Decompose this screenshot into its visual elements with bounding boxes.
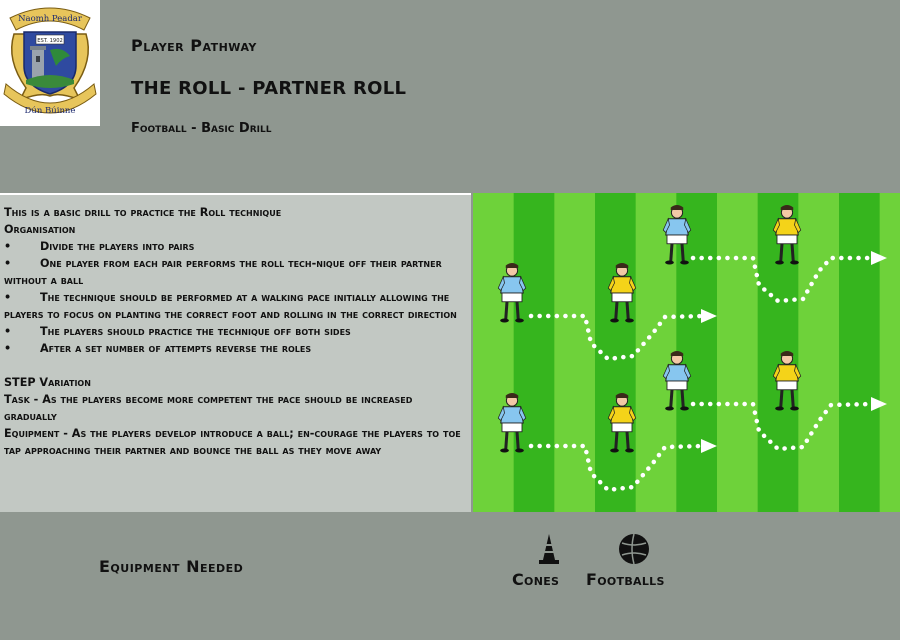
bullet-symbol: • bbox=[4, 325, 12, 338]
bullet-symbol: • bbox=[4, 291, 12, 304]
cones-label: Cones bbox=[512, 570, 560, 589]
bullet-item: • The players should practice the techniq… bbox=[4, 323, 468, 340]
crest-bottom-text: Dún Búinne bbox=[25, 105, 76, 116]
bullet-text: Divide the players into pairs bbox=[40, 240, 195, 253]
pitch-stripe bbox=[717, 193, 759, 512]
pitch-stripe bbox=[798, 193, 840, 512]
bullet-item: • Divide the players into pairs bbox=[4, 238, 468, 255]
intro-text: This is a basic drill to practice the Ro… bbox=[4, 206, 282, 219]
bullet-symbol: • bbox=[4, 240, 12, 253]
drill-diagram: .jersey{fill:var(--jc);} bbox=[473, 193, 900, 512]
pitch-stripe bbox=[635, 193, 677, 512]
crest-est-text: EST. 1902 bbox=[37, 38, 63, 44]
variation-task: Task - As the players become more compet… bbox=[4, 393, 413, 423]
bullet-text: The players should practice the techniqu… bbox=[40, 325, 351, 338]
movement-path bbox=[528, 443, 706, 493]
organisation-heading: Organisation bbox=[4, 223, 76, 236]
page-subtitle: Football - Basic Drill bbox=[131, 121, 272, 136]
arrow-head bbox=[701, 309, 717, 323]
bullet-text: After a set number of attempts reverse t… bbox=[40, 342, 312, 355]
bullet-text: One player from each pair performs the r… bbox=[4, 257, 442, 287]
pathway-label: Player Pathway bbox=[131, 36, 257, 55]
variation-equipment: Equipment - As the players develop intro… bbox=[4, 427, 461, 457]
arrow-head bbox=[871, 251, 887, 265]
pitch-stripe bbox=[554, 193, 596, 512]
club-crest: Naomh Peadar EST. 1902 Dún Búinne bbox=[0, 0, 100, 126]
arrow-head bbox=[701, 439, 717, 453]
pitch-stripe bbox=[839, 193, 881, 512]
bullet-text: The technique should be performed at a w… bbox=[4, 291, 457, 321]
bullet-item: •The technique should be performed at a … bbox=[4, 289, 468, 323]
page-title: THE ROLL - PARTNER ROLL bbox=[131, 78, 407, 99]
bullet-symbol: • bbox=[4, 257, 12, 270]
footballs-label: Footballs bbox=[586, 570, 665, 589]
movement-path bbox=[528, 313, 706, 362]
variation-heading: STEP Variation bbox=[4, 376, 91, 389]
pitch-stripe bbox=[473, 193, 515, 512]
pitch-stripe bbox=[513, 193, 555, 512]
crest-top-text: Naomh Peadar bbox=[18, 14, 83, 24]
bullet-symbol: • bbox=[4, 342, 12, 355]
pitch-svg: .jersey{fill:var(--jc);} bbox=[473, 193, 900, 512]
bullet-item: • After a set number of attempts reverse … bbox=[4, 340, 468, 357]
football-icon bbox=[618, 533, 650, 569]
drill-description: This is a basic drill to practice the Ro… bbox=[0, 193, 471, 512]
arrow-head bbox=[871, 397, 887, 411]
equipment-needed-label: Equipment Needed bbox=[99, 557, 244, 576]
bullet-item: •One player from each pair performs the … bbox=[4, 255, 468, 289]
cone-icon bbox=[536, 532, 562, 570]
pitch-stripe bbox=[879, 193, 900, 512]
